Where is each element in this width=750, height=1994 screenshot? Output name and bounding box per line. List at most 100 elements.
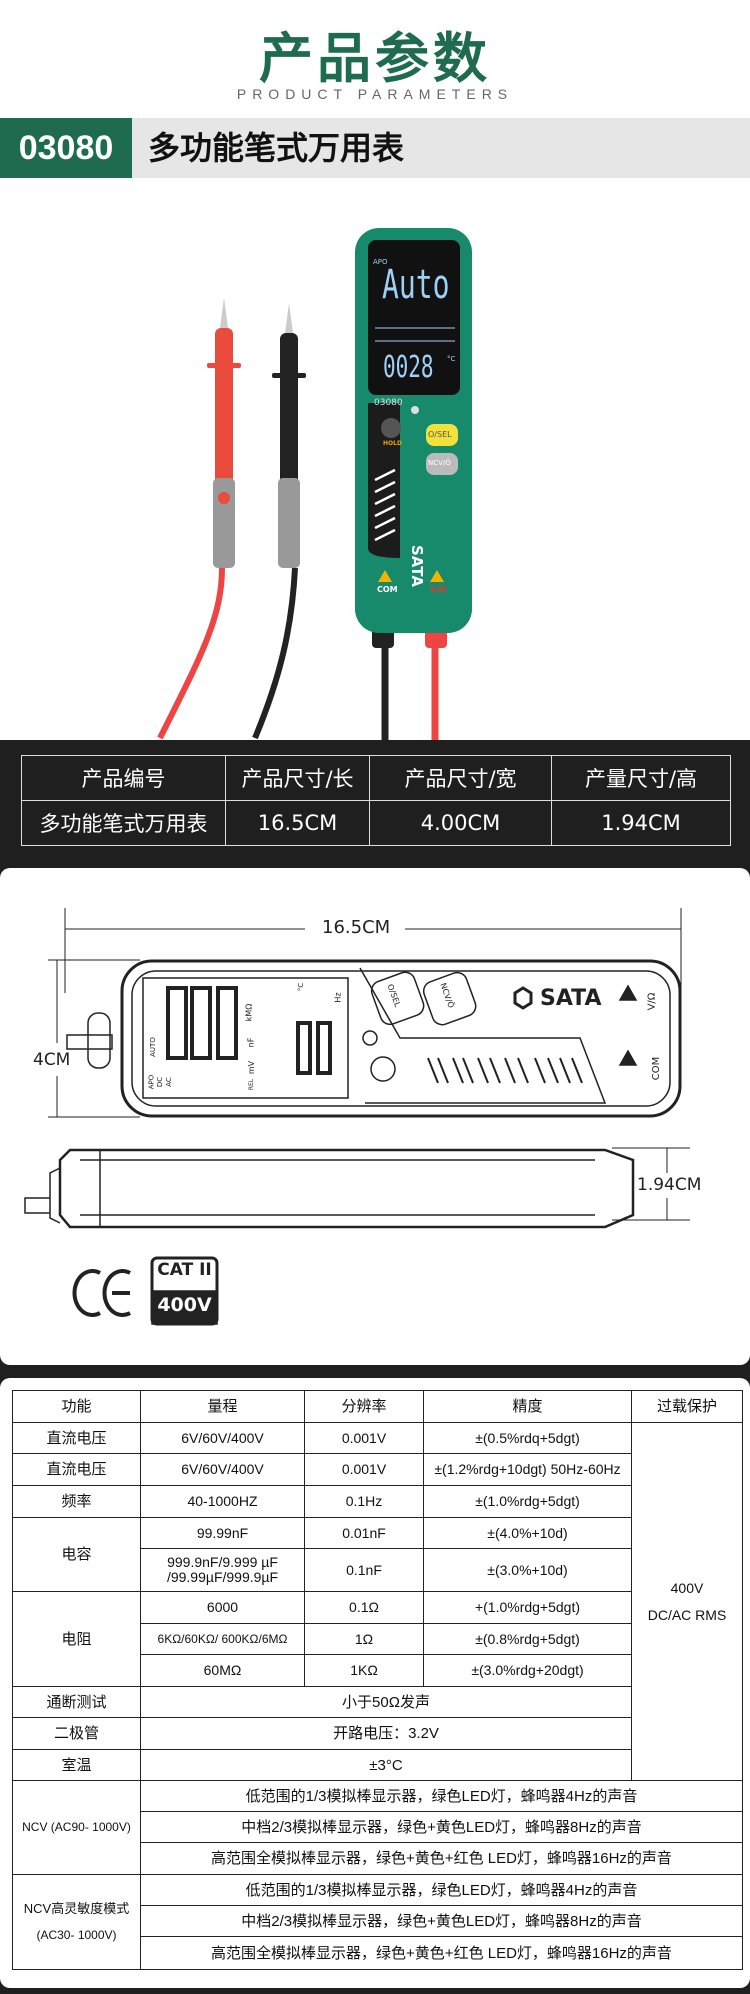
function-cell: 电阻 xyxy=(12,1591,141,1687)
table-row: 多功能笔式万用表 16.5CM 4.00CM 1.94CM xyxy=(21,800,731,846)
ce-mark-text: CE xyxy=(80,1276,81,1277)
diagram-card: 16.5CM 4CM 1.94CM SATA COM V/Ω O/SEL NCV… xyxy=(0,868,750,1365)
lcd-rel: REL xyxy=(248,1078,256,1091)
length-label: 16.5CM xyxy=(322,917,391,938)
range-cell: 6KΩ/60KΩ/ 600KΩ/6MΩ xyxy=(140,1623,305,1655)
lcd-auto: AUTO xyxy=(148,1037,157,1057)
com-label: COM xyxy=(377,585,398,594)
page-subtitle: PRODUCT PARAMETERS xyxy=(236,86,514,102)
accuracy-cell: ±(1.0%rdg+5dgt) xyxy=(423,1485,632,1518)
overload-type: DC/AC RMS xyxy=(647,1606,727,1623)
dimensions-table: 产品编号 产品尺寸/长 产品尺寸/宽 产量尺寸/高 多功能笔式万用表 16.5C… xyxy=(21,755,731,846)
table-row: 高范围全模拟棒显示器，绿色+黄色+红色 LED灯，蜂鸣器16Hz的声音 xyxy=(13,1936,743,1970)
ncv-button xyxy=(426,453,458,475)
table-row: NCV (AC90- 1000V) 低范围的1/3模拟棒显示器，绿色LED灯，蜂… xyxy=(12,1780,743,1875)
cat-ii-badge xyxy=(150,1256,219,1326)
product-name: 多功能笔式万用表 xyxy=(148,129,405,167)
table-cell: 4.00CM xyxy=(369,800,552,846)
cat-label: CAT II xyxy=(157,1260,212,1280)
device-side-view xyxy=(24,1147,690,1229)
width-label: 4CM xyxy=(33,1050,71,1070)
range-cell: 999.9nF/9.999 µF /99.99µF/999.9µF xyxy=(140,1548,305,1592)
function-cell: 直流电压 xyxy=(12,1453,141,1486)
product-photo xyxy=(157,228,472,740)
header-cell: 过载保护 xyxy=(631,1390,743,1423)
page-title: 产品参数 xyxy=(259,27,491,90)
header-cell: 功能 xyxy=(12,1390,141,1423)
function-cell: NCV (AC90- 1000V) xyxy=(12,1780,141,1875)
lcd-kmo: kMΩ xyxy=(244,1003,254,1022)
table-row: 中档2/3模拟棒显示器，绿色+黄色LED灯，蜂鸣器8Hz的声音 xyxy=(13,1905,743,1937)
sel-button-label: O/SEL xyxy=(428,430,452,439)
sel-button xyxy=(426,424,458,446)
hold-label: HOLD xyxy=(383,440,402,447)
function-cell: 二极管 xyxy=(12,1717,141,1750)
resolution-cell: 0.01nF xyxy=(304,1517,424,1549)
resolution-cell: 1KΩ xyxy=(304,1654,424,1687)
red-probe-icon xyxy=(157,298,241,740)
lcd-apo: APO xyxy=(147,1074,156,1090)
diagram-vohm: V/Ω xyxy=(646,992,658,1011)
accuracy-cell: ±(3.0%rdg+20dgt) xyxy=(423,1654,632,1687)
lcd-mv: mV xyxy=(247,1060,257,1075)
multimeter-device xyxy=(355,228,472,740)
table-cell: 多功能笔式万用表 xyxy=(21,800,226,846)
header-cell: 产品尺寸/长 xyxy=(225,755,370,801)
device-brand: SATA xyxy=(408,545,426,587)
value-cell: 中档2/3模拟棒显示器，绿色+黄色LED灯，蜂鸣器8Hz的声音 xyxy=(140,1905,743,1937)
accuracy-cell: ±(3.0%+10d) xyxy=(423,1548,632,1592)
vohm-label: V/Ω xyxy=(430,585,446,594)
function-cell: 室温 xyxy=(12,1749,141,1781)
function-cell: 通断测试 xyxy=(12,1686,141,1718)
header-cell: 产品编号 xyxy=(21,755,226,801)
table-row: 二极管 开路电压：3.2V xyxy=(12,1717,743,1750)
accuracy-cell: ±(0.8%rdg+5dgt) xyxy=(423,1623,632,1655)
ce-mark-icon xyxy=(72,1269,131,1317)
header-cell: 分辨率 xyxy=(304,1390,424,1423)
function-cell: NCV高灵敏度模式(AC30- 1000V) xyxy=(12,1874,141,1970)
table-row: 60MΩ 1KΩ ±(3.0%rdg+20dgt) xyxy=(13,1654,743,1687)
header-cell: 量程 xyxy=(140,1390,305,1423)
value-cell: ±3°C xyxy=(140,1749,632,1781)
screen-main-reading: Auto xyxy=(382,262,450,308)
range-cell: 6V/60V/400V xyxy=(140,1453,305,1486)
ncv-hs-label: NCV高灵敏度模式 xyxy=(23,1901,130,1916)
table-header-row: 功能 量程 分辨率 精度 过载保护 xyxy=(12,1390,743,1423)
table-row: 电容 99.99nF 0.01nF ±(4.0%+10d) xyxy=(12,1517,743,1592)
header-cell: 精度 xyxy=(423,1390,632,1423)
lcd-nf: nF xyxy=(246,1037,256,1048)
table-row: 直流电压 6V/60V/400V 0.001V ±(1.2%rdg+10dgt)… xyxy=(12,1453,743,1486)
cat-voltage: 400V xyxy=(157,1294,212,1316)
value-cell: 高范围全模拟棒显示器，绿色+黄色+红色 LED灯，蜂鸣器16Hz的声音 xyxy=(140,1936,743,1970)
table-row: 直流电压 6V/60V/400V 0.001V ±(0.5%rdq+5dgt) … xyxy=(12,1422,743,1781)
header-cell: 产量尺寸/高 xyxy=(551,755,731,801)
table-header-row: 产品编号 产品尺寸/长 产品尺寸/宽 产量尺寸/高 xyxy=(21,755,731,801)
value-cell: 低范围的1/3模拟棒显示器，绿色LED灯，蜂鸣器4Hz的声音 xyxy=(140,1874,743,1906)
resolution-cell: 0.1nF xyxy=(304,1548,424,1592)
ncv-button-label: NCV/Ö xyxy=(428,459,451,467)
range-cell: 40-1000HZ xyxy=(140,1485,305,1518)
table-row: 室温 ±3°C xyxy=(12,1749,743,1781)
accuracy-cell: +(1.0%rdg+5dgt) xyxy=(423,1591,632,1624)
resolution-cell: 0.1Hz xyxy=(304,1485,424,1518)
table-cell: 1.94CM xyxy=(551,800,731,846)
spec-table: 功能 量程 分辨率 精度 过载保护 直流电压 6V/60V/400V 0.001… xyxy=(12,1390,743,1970)
accuracy-cell: ±(0.5%rdq+5dgt) xyxy=(423,1422,632,1454)
lcd-dc: DC xyxy=(156,1076,165,1088)
value-cell: 高范围全模拟棒显示器，绿色+黄色+红色 LED灯，蜂鸣器16Hz的声音 xyxy=(140,1842,743,1875)
range-cell: 99.99nF xyxy=(140,1517,305,1549)
dimension-diagram xyxy=(24,908,690,1326)
value-cell: 小于50Ω发声 xyxy=(140,1686,632,1718)
function-cell: 直流电压 xyxy=(12,1422,141,1454)
screen-apo: APO xyxy=(373,258,388,266)
diagram-brand: SATA xyxy=(540,986,602,1011)
height-label: 1.94CM xyxy=(637,1175,702,1195)
resolution-cell: 0.1Ω xyxy=(304,1591,424,1624)
device-front-view xyxy=(66,959,682,1118)
device-model: 03080 xyxy=(374,398,403,408)
lcd-hz: Hz xyxy=(333,992,343,1003)
diagram-com: COM xyxy=(651,1056,663,1081)
lcd-degc: °C xyxy=(297,982,306,992)
table-row: 6KΩ/60KΩ/ 600KΩ/6MΩ 1Ω ±(0.8%rdg+5dgt) xyxy=(13,1623,743,1655)
